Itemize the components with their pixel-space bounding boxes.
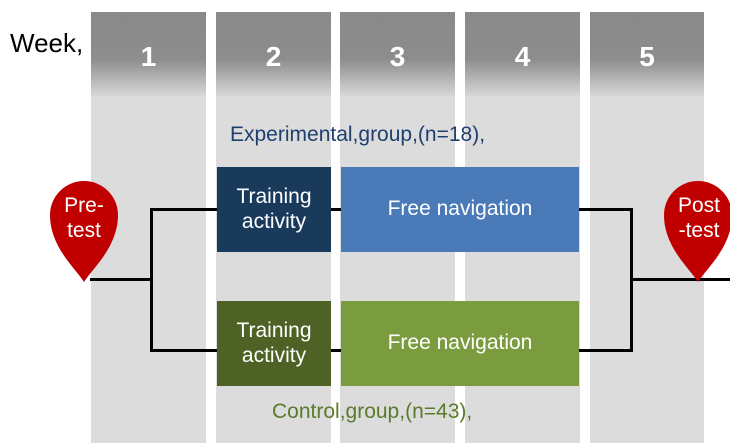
posttest-connector — [630, 278, 730, 281]
posttest-label-text: Post-test — [677, 194, 721, 243]
control-training-box: Training activity — [217, 301, 331, 386]
week-header-5: 5 — [590, 12, 704, 98]
week-header-4: 4 — [465, 12, 580, 98]
week-label: Week, — [10, 28, 84, 58]
experimental-training-label: Training activity — [236, 185, 312, 233]
experimental-free-navigation-label: Free navigation — [387, 197, 533, 221]
pretest-label-text: Pre-test — [64, 194, 104, 243]
experimental-link-line — [330, 208, 342, 211]
experimental-training-box: Training activity — [217, 167, 331, 252]
week-header-3: 3 — [340, 12, 455, 98]
control-link-line — [330, 349, 342, 352]
posttest-pin-icon — [664, 181, 730, 282]
control-branch-line — [150, 349, 218, 352]
pretest-connector — [90, 278, 152, 281]
posttest-label: Post-test — [670, 193, 730, 243]
pretest-label: Pre-test — [52, 193, 116, 243]
control-free-navigation-box: Free navigation — [341, 301, 579, 386]
control-merge-line — [578, 349, 632, 352]
experimental-merge-line — [578, 208, 632, 211]
pretest-pin-icon — [50, 181, 118, 282]
split-vertical-line — [150, 208, 153, 352]
experimental-group-label: Experimental,group,(n=18), — [230, 123, 486, 146]
week-header-1: 1 — [91, 12, 206, 98]
experimental-free-navigation-box: Free navigation — [341, 167, 579, 252]
experimental-branch-line — [150, 208, 218, 211]
control-group-label: Control,group,(n=43), — [272, 400, 473, 423]
control-free-navigation-label: Free navigation — [387, 331, 533, 355]
week-header-2: 2 — [216, 12, 331, 98]
control-training-label: Training activity — [236, 319, 312, 367]
